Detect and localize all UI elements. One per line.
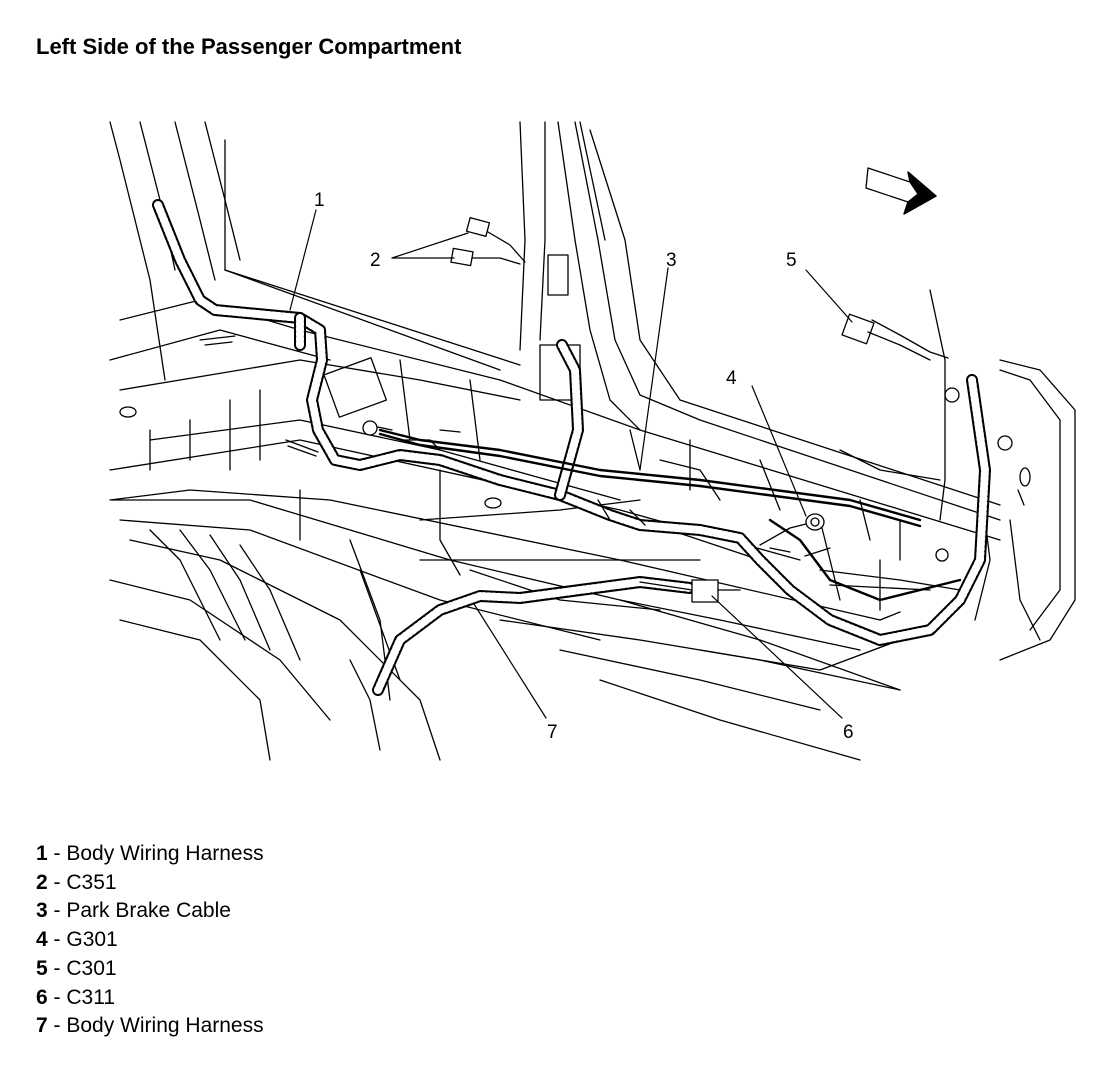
callout-5: 5 <box>786 250 797 271</box>
legend-number: 2 <box>36 870 48 894</box>
legend-number: 6 <box>36 985 48 1009</box>
legend-number: 7 <box>36 1014 48 1038</box>
legend-number: 1 <box>36 842 48 865</box>
legend-label: C311 <box>66 985 116 1009</box>
callout-1: 1 <box>314 190 325 211</box>
fastener-icons <box>199 335 1025 621</box>
forward-arrow-icon <box>865 167 937 215</box>
diagram-title: Left Side of the Passenger Compartment <box>36 34 462 59</box>
body-wiring-harness-upper <box>152 199 991 646</box>
callout-3: 3 <box>666 250 677 271</box>
legend-item-4: 4 - G301 <box>36 926 264 955</box>
floor-structure <box>109 359 901 761</box>
legend-number: 4 <box>36 928 48 952</box>
legend-item-7: 7 - Body Wiring Harness <box>36 1012 264 1041</box>
legend-label: Body Wiring Harness <box>66 1014 264 1038</box>
callout-4: 4 <box>726 368 737 389</box>
ground-g301-icon <box>759 513 825 546</box>
legend-separator: - <box>47 870 67 894</box>
legend-separator: - <box>47 899 67 923</box>
legend-item-1: 1 - Body Wiring Harness <box>36 840 264 869</box>
legend-separator: - <box>47 928 67 952</box>
legend-label: Park Brake Cable <box>66 899 231 923</box>
body-wiring-harness-lower <box>372 576 696 696</box>
legend-label: Body Wiring Harness <box>66 842 264 865</box>
park-brake-cable <box>378 428 962 602</box>
legend-separator: - <box>47 842 67 865</box>
legend-item-2: 2 - C351 <box>36 869 264 898</box>
legend-label: C351 <box>66 870 117 894</box>
legend-number: 3 <box>36 899 48 923</box>
legend-item-5: 5 - C301 <box>36 955 264 984</box>
legend-separator: - <box>47 985 67 1009</box>
callout-leaders <box>289 209 853 719</box>
callout-7: 7 <box>547 722 558 743</box>
legend-number: 5 <box>36 956 48 980</box>
legend-label: G301 <box>66 928 118 952</box>
callout-6: 6 <box>843 722 854 743</box>
connector-c351-icon <box>450 217 526 267</box>
legend-item-6: 6 - C311 <box>36 984 264 1013</box>
legend: 1 - Body Wiring Harness 2 - C351 3 - Par… <box>36 840 264 1041</box>
body-structure <box>109 121 1076 661</box>
legend-item-3: 3 - Park Brake Cable <box>36 897 264 926</box>
legend-separator: - <box>47 956 67 980</box>
legend-label: C301 <box>66 956 117 980</box>
callout-2: 2 <box>370 250 381 271</box>
connector-c311-icon <box>639 579 741 603</box>
connector-c301-icon <box>841 313 949 361</box>
legend-separator: - <box>47 1014 67 1038</box>
